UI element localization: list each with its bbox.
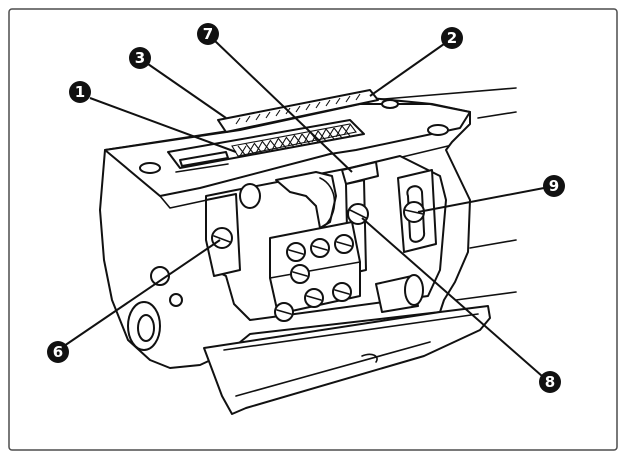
callout-9-label: 9 [549, 177, 559, 195]
callout-6: 6 [47, 341, 69, 363]
front-cover-inner [223, 313, 479, 397]
callout-8-label: 8 [545, 373, 555, 391]
leader-3 [147, 63, 227, 119]
front-cover [203, 305, 491, 415]
callout-9: 9 [543, 175, 565, 197]
leader-8 [361, 217, 543, 377]
side-hole-3-inner [137, 314, 155, 342]
callout-7-label: 7 [203, 25, 213, 43]
looper-curve [319, 177, 336, 229]
bed-rail-top [371, 87, 517, 101]
side-hole-2 [169, 293, 183, 307]
callout-7: 7 [197, 23, 219, 45]
leader-2 [369, 43, 445, 97]
plate-hole-left [139, 162, 161, 174]
plate-hole-top [381, 99, 399, 109]
feed-dog-holder [341, 161, 379, 185]
plate-slot-2 [175, 163, 229, 173]
callout-2: 2 [441, 27, 463, 49]
right-cylinder-end [404, 274, 424, 306]
bed-rail-mid [477, 111, 517, 119]
leader-6 [63, 239, 221, 347]
plate-slot [179, 151, 229, 167]
callout-3: 3 [129, 47, 151, 69]
screw-8-slot [349, 209, 367, 219]
screw-6-slot [213, 235, 231, 243]
machine-illustration [99, 87, 517, 415]
terminal-screws [274, 234, 354, 322]
terminal-block-top [269, 261, 361, 279]
plate-hole-right [427, 124, 449, 136]
leader-1 [89, 97, 237, 153]
front-cover-mark [361, 353, 378, 363]
leader-lines [63, 39, 545, 377]
bed-rail-right [469, 239, 517, 249]
screw-6 [211, 227, 233, 249]
bed-rail-low [455, 291, 517, 301]
screw-9-slot [404, 209, 424, 215]
leader-7 [213, 39, 353, 173]
callout-1: 1 [69, 81, 91, 103]
leader-9 [417, 187, 545, 213]
callout-8: 8 [539, 371, 561, 393]
side-hole-1 [150, 266, 170, 286]
callout-6-label: 6 [53, 343, 63, 361]
left-spool [239, 183, 261, 209]
callout-3-label: 3 [135, 49, 145, 67]
callout-1-label: 1 [75, 83, 85, 101]
callout-2-label: 2 [447, 29, 457, 47]
